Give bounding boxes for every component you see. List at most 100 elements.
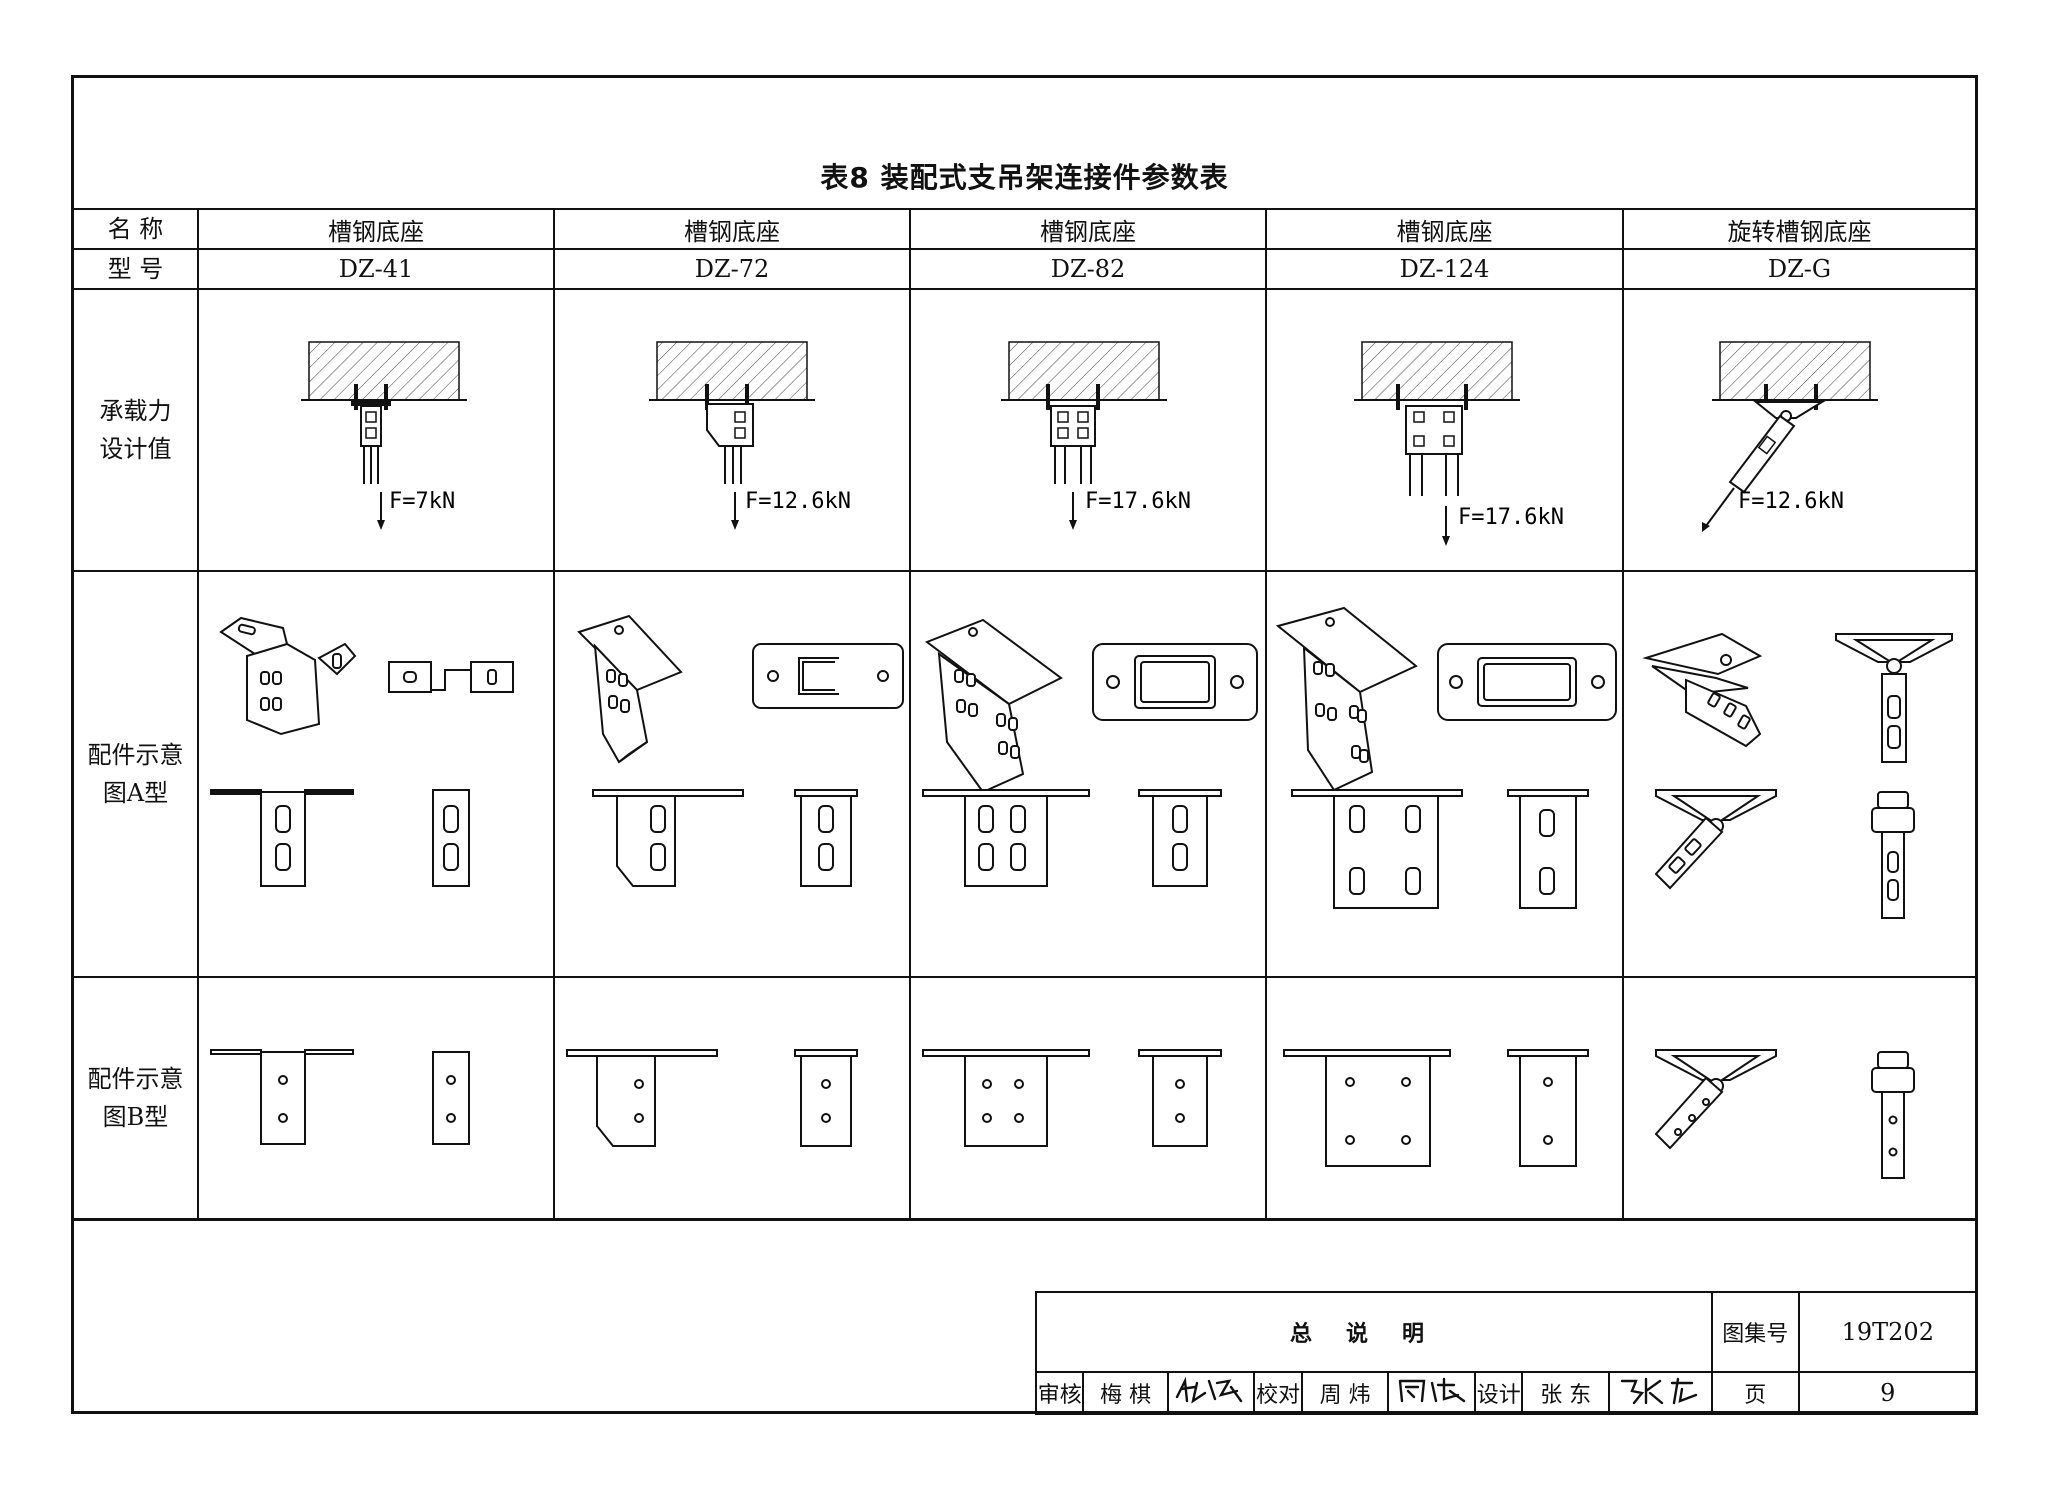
load-row: 承载力 设计值 (74, 288, 1975, 572)
front-view (922, 789, 1090, 887)
design-label: 设计 (1473, 1371, 1524, 1415)
type-b-dz124 (1265, 976, 1624, 1221)
front-view (922, 1049, 1090, 1147)
ceiling-mount-diagram: F=12.6kN (1701, 341, 1878, 532)
load-value-dz124: F=17.6kN (1458, 505, 1564, 530)
type-b-dzg (1622, 976, 1975, 1221)
load-value-dz41: F=7kN (389, 489, 455, 514)
model-cell-dz72: DZ-72 (553, 248, 911, 290)
title-block: 总说明 图集号 19T202 审核 梅 棋 校对 周 炜 设计 张 东 (1034, 1291, 1979, 1415)
type-b-views (922, 1049, 1222, 1147)
handwritten-signature (1175, 1376, 1243, 1404)
drawing-title: 总说明 (1034, 1291, 1714, 1373)
side-view (794, 1049, 858, 1147)
handwritten-signature (1398, 1377, 1465, 1403)
front-view (1290, 789, 1463, 909)
ceiling-mount-diagram: F=17.6kN (1353, 341, 1564, 546)
front-view (210, 789, 354, 887)
isometric-view (1275, 606, 1418, 792)
isometric-view (1641, 632, 1762, 748)
type-a-row: 配件示意 图A型 (74, 570, 1975, 978)
checker-name: 周 炜 (1300, 1371, 1390, 1415)
type-b-header-line2: 图B型 (102, 1103, 169, 1131)
type-a-views (1275, 606, 1617, 909)
type-a-dz124 (1265, 570, 1624, 978)
page-label: 页 (1711, 1371, 1800, 1415)
model-cell-dz82: DZ-82 (909, 248, 1267, 290)
ceiling-mount-diagram: F=17.6kN (1001, 341, 1191, 530)
side-view (432, 1051, 470, 1145)
handwritten-signature (1620, 1377, 1697, 1405)
side-view (1138, 1049, 1222, 1147)
type-a-dzg (1622, 570, 1975, 978)
checker-signature (1387, 1371, 1476, 1415)
load-diagram-dz72: F=12.6kN (553, 288, 911, 572)
type-a-views (1641, 632, 1953, 919)
connector-parameter-table: 名 称 槽钢底座 槽钢底座 槽钢底座 槽钢底座 旋转槽钢底座 型 号 DZ-41… (74, 208, 1975, 1221)
type-b-row: 配件示意 图B型 (74, 976, 1975, 1221)
model-cell-dzg: DZ-G (1622, 248, 1975, 290)
side-view (1506, 789, 1589, 909)
name-cell-dzg: 旋转槽钢底座 (1622, 208, 1975, 250)
type-a-header-line1: 配件示意 (87, 741, 184, 769)
review-label: 审核 (1034, 1371, 1085, 1415)
side-view (1506, 1049, 1589, 1167)
top-view (388, 661, 514, 693)
load-diagram-dz82: F=17.6kN (909, 288, 1267, 572)
model-cell-dz124: DZ-124 (1265, 248, 1624, 290)
name-cell-dz124: 槽钢底座 (1265, 208, 1624, 250)
type-b-dz41 (197, 976, 555, 1221)
type-a-dz82 (909, 570, 1267, 978)
load-value-dz72: F=12.6kN (745, 489, 851, 514)
type-b-dz72 (553, 976, 911, 1221)
check-label: 校对 (1253, 1371, 1303, 1415)
side-view (432, 789, 470, 887)
type-a-views (210, 616, 514, 887)
type-b-views (566, 1049, 858, 1147)
model-row: 型 号 DZ-41 DZ-72 DZ-82 DZ-124 DZ-G (74, 248, 1975, 290)
top-view (1436, 643, 1617, 721)
ceiling-mount-diagram: F=12.6kN (649, 341, 851, 530)
side-view (794, 789, 858, 887)
top-view (752, 643, 904, 709)
front-view (1654, 1049, 1777, 1150)
type-b-views (1654, 1049, 1915, 1179)
side-view (1870, 791, 1915, 919)
side-view (1138, 789, 1222, 887)
reviewer-signature (1166, 1371, 1256, 1415)
name-cell-dz82: 槽钢底座 (909, 208, 1267, 250)
type-b-views (210, 1049, 470, 1145)
page-number: 9 (1797, 1371, 1979, 1415)
front-view (1282, 1049, 1451, 1167)
front-view (566, 1049, 718, 1147)
name-row: 名 称 槽钢底座 槽钢底座 槽钢底座 槽钢底座 旋转槽钢底座 (74, 208, 1975, 250)
load-diagram-dz41: F=7kN (197, 288, 555, 572)
atlas-number: 19T202 (1797, 1291, 1979, 1373)
isometric-view (219, 616, 357, 736)
isometric-view (924, 618, 1063, 794)
load-diagram-dzg: F=12.6kN (1622, 288, 1975, 572)
type-a-header-line2: 图A型 (102, 779, 169, 807)
load-value-dz82: F=17.6kN (1085, 489, 1191, 514)
load-value-dzg: F=12.6kN (1738, 489, 1844, 514)
model-cell-dz41: DZ-41 (197, 248, 555, 290)
type-a-dz41 (197, 570, 555, 978)
front-view (1654, 789, 1777, 890)
load-diagram-dz124: F=17.6kN (1265, 288, 1624, 572)
name-cell-dz41: 槽钢底座 (197, 208, 555, 250)
model-header: 型 号 (107, 255, 164, 283)
atlas-number-label: 图集号 (1711, 1291, 1800, 1373)
type-a-views (577, 614, 904, 887)
name-cell-dz72: 槽钢底座 (553, 208, 911, 250)
designer-name: 张 东 (1521, 1371, 1610, 1415)
designer-signature (1607, 1371, 1714, 1415)
isometric-view (577, 614, 683, 764)
top-view (1092, 643, 1258, 721)
reviewer-name: 梅 棋 (1082, 1371, 1169, 1415)
type-b-views (1282, 1049, 1589, 1167)
side-view (1870, 1051, 1915, 1179)
ceiling-mount-diagram: F=7kN (301, 341, 467, 530)
front-view (592, 789, 744, 887)
drawing-frame: 表8 装配式支吊架连接件参数表 名 称 槽钢底座 槽钢底座 槽钢底座 槽钢底座 … (71, 75, 1979, 1415)
type-a-dz72 (553, 570, 911, 978)
